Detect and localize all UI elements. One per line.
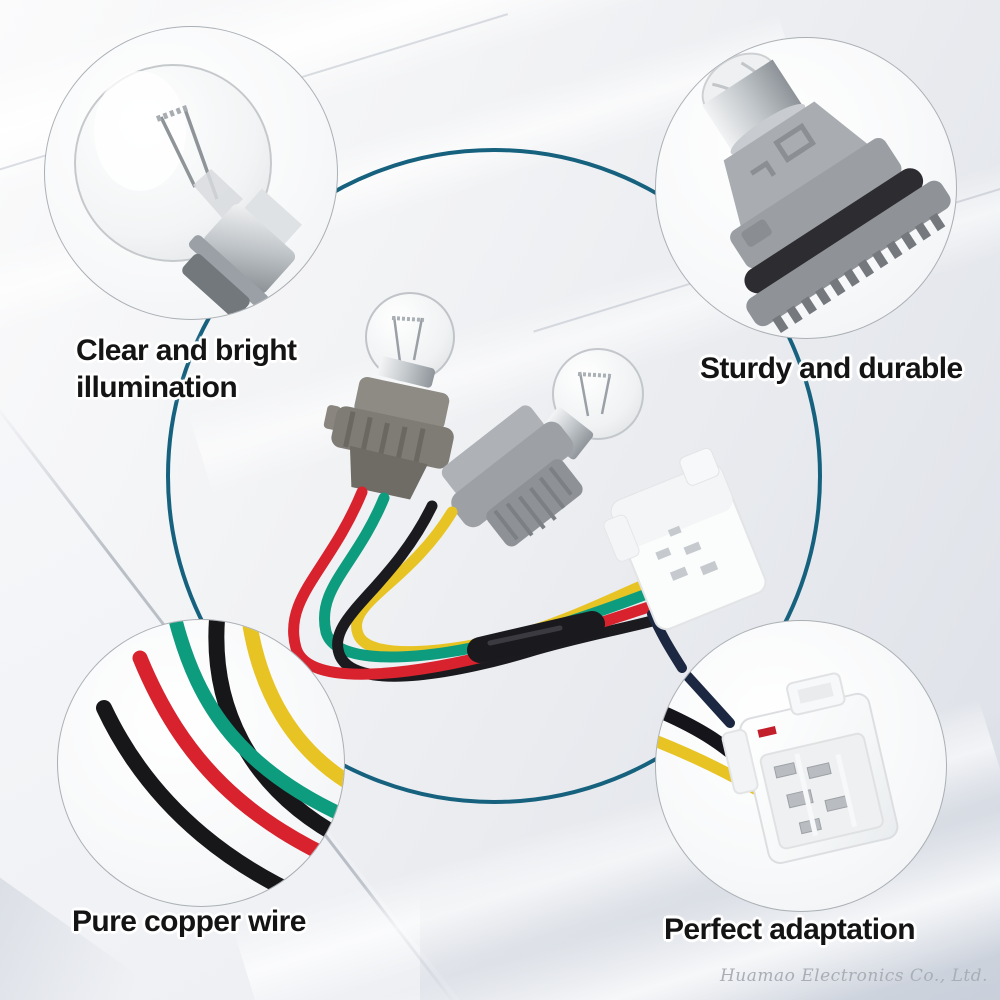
feature-label-line: Sturdy and durable	[700, 352, 963, 385]
feature-photo-copper	[57, 619, 345, 907]
feature-photo-durable	[655, 37, 957, 339]
company-watermark: Huamao Electronics Co., Ltd.	[719, 966, 988, 986]
feature-photo-adaptation	[655, 620, 947, 912]
feature-label-adaptation: Perfect adaptation	[664, 911, 916, 948]
connector-icon	[656, 652, 899, 864]
feature-label-line: Clear and bright	[76, 334, 297, 367]
feature-link-ring	[166, 148, 822, 804]
feature-label-durable: Sturdy and durable	[700, 350, 963, 387]
bulb-icon	[74, 64, 302, 318]
feature-label-illumination: Clear and bright illumination	[76, 332, 297, 406]
feature-label-line: Pure copper wire	[72, 905, 306, 938]
feature-photo-illumination	[44, 26, 338, 320]
socket-icon	[701, 52, 951, 334]
feature-label-line: Perfect adaptation	[664, 913, 916, 946]
feature-label-line: illumination	[76, 371, 238, 404]
feature-label-copper: Pure copper wire	[72, 903, 306, 940]
wires-icon	[96, 620, 344, 906]
